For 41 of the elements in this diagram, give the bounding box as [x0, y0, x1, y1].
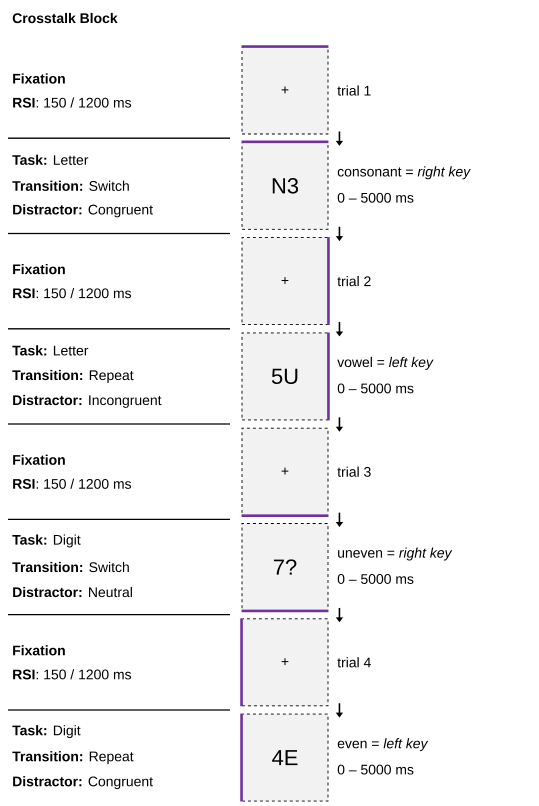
condition-text: Fixation	[13, 73, 65, 84]
trial-note: trial 1	[337, 85, 371, 96]
condition-text: Task: Digit	[12, 725, 81, 738]
condition-text: Transition: Repeat	[12, 751, 134, 764]
trial-note: 0 – 5000 ms	[338, 574, 414, 584]
condition-text: Fixation	[13, 264, 65, 274]
stimulus-box: +	[242, 237, 330, 326]
stimulus-box: 7?	[242, 523, 328, 612]
title: Crosstalk Block	[12, 12, 118, 24]
condition-text: Distractor: Incongruent	[13, 394, 162, 408]
trial-note: 0 – 5000 ms	[338, 383, 414, 394]
condition-text: Fixation	[13, 454, 65, 465]
condition-text: Task: Letter	[12, 345, 88, 356]
condition-text: Distractor: Congruent	[13, 204, 153, 218]
condition-text: RSI: 150 / 1200 ms	[13, 478, 132, 489]
trial-note: even = left key	[338, 738, 428, 752]
stimulus-box: +	[240, 618, 328, 706]
condition-text: Transition: Repeat	[12, 370, 134, 383]
stimulus-box: 5U	[242, 332, 330, 420]
stimulus-box: N3	[242, 140, 328, 230]
trial-note: trial 2	[337, 276, 371, 286]
stimulus-box: +	[242, 428, 328, 517]
condition-text: Distractor: Neutral	[13, 586, 132, 598]
condition-text: Task: Digit	[12, 534, 81, 548]
condition-text: Transition: Switch	[12, 180, 129, 191]
condition-text: Task: Letter	[12, 154, 88, 165]
trial-note: trial 4	[337, 657, 371, 668]
trial-note: trial 3	[337, 466, 371, 477]
trial-note: consonant = right key	[338, 166, 471, 180]
trial-note: 0 – 5000 ms	[338, 192, 414, 203]
trial-note: vowel = left key	[337, 356, 434, 370]
condition-text: RSI: 150 / 1200 ms	[13, 288, 132, 298]
stimulus-box: +	[242, 45, 328, 134]
condition-text: RSI: 150 / 1200 ms	[13, 97, 132, 108]
condition-text: Transition: Switch	[12, 562, 129, 572]
condition-text: RSI: 150 / 1200 ms	[13, 669, 132, 680]
stimulus-box: 4E	[240, 714, 328, 802]
trial-note: uneven = right key	[338, 548, 452, 560]
condition-text: Distractor: Congruent	[13, 776, 153, 790]
trial-note: 0 – 5000 ms	[338, 764, 414, 775]
condition-text: Fixation	[13, 645, 65, 656]
